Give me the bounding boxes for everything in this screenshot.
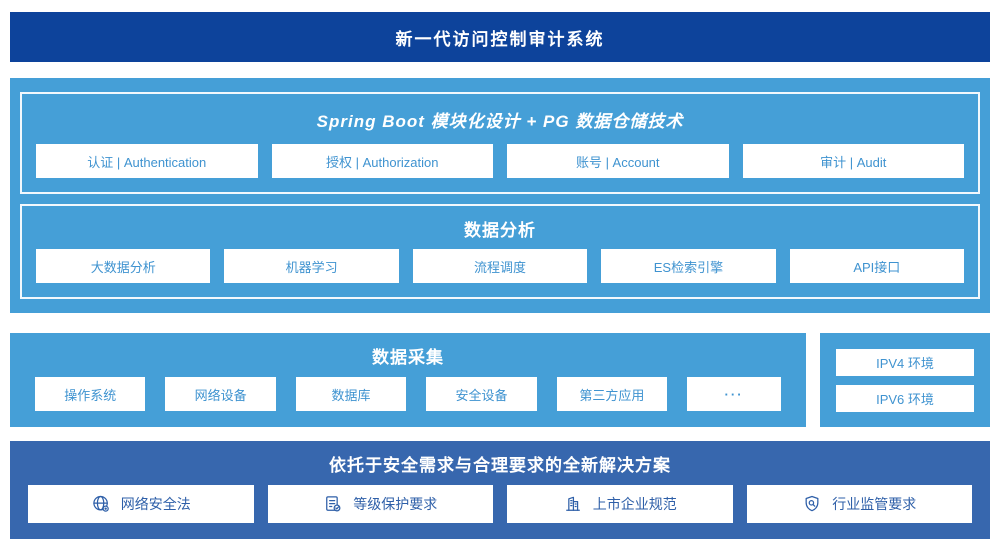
platform-section: Spring Boot 模块化设计 + PG 数据仓储技术 认证 | Authe… xyxy=(10,78,990,313)
solution-label: 等级保护要求 xyxy=(353,496,438,512)
data-analysis-layer: 数据分析 大数据分析 机器学习 流程调度 ES检索引擎 API接口 xyxy=(20,204,980,299)
module-box-account: 账号 | Account xyxy=(507,144,729,178)
document-check-icon xyxy=(323,494,343,514)
solution-title: 依托于安全需求与合理要求的全新解决方案 xyxy=(329,456,671,475)
solution-box-graded-protection: 等级保护要求 xyxy=(267,485,493,523)
solution-box-cybersecurity-law: 网络安全法 xyxy=(28,485,254,523)
module-box-authentication: 认证 | Authentication xyxy=(36,144,258,178)
buildings-icon xyxy=(563,494,583,514)
data-analysis-module-row: 大数据分析 机器学习 流程调度 ES检索引擎 API接口 xyxy=(22,249,978,297)
solution-label: 行业监管要求 xyxy=(832,496,917,512)
module-box-machine-learning: 机器学习 xyxy=(224,249,399,283)
solution-section: 依托于安全需求与合理要求的全新解决方案 网络安全法 xyxy=(10,441,990,539)
springboot-layer-title: Spring Boot 模块化设计 + PG 数据仓储技术 xyxy=(316,112,684,131)
source-box-network-device: 网络设备 xyxy=(165,377,276,411)
globe-icon xyxy=(91,494,111,514)
module-box-audit: 审计 | Audit xyxy=(742,144,964,178)
title-banner: 新一代访问控制审计系统 xyxy=(10,12,990,62)
data-collection-title: 数据采集 xyxy=(372,348,444,367)
module-box-api: API接口 xyxy=(789,249,965,283)
env-box-ipv4: IPV4 环境 xyxy=(836,348,974,376)
module-box-authorization: 授权 | Authorization xyxy=(271,144,493,178)
source-box-thirdparty-app: 第三方应用 xyxy=(556,377,668,411)
solution-item-row: 网络安全法 等级保护要求 xyxy=(10,485,990,539)
network-env-panel: IPV4 环境 IPV6 环境 xyxy=(820,333,990,427)
solution-label: 上市企业规范 xyxy=(592,496,677,512)
module-box-bigdata: 大数据分析 xyxy=(36,249,211,283)
source-box-security-device: 安全设备 xyxy=(426,377,537,411)
springboot-layer: Spring Boot 模块化设计 + PG 数据仓储技术 认证 | Authe… xyxy=(20,92,980,194)
springboot-module-row: 认证 | Authentication 授权 | Authorization 账… xyxy=(22,144,978,192)
source-box-more: ··· xyxy=(687,377,781,411)
solution-label: 网络安全法 xyxy=(120,496,191,512)
solution-box-listed-company: 上市企业规范 xyxy=(507,485,733,523)
collection-row: 数据采集 操作系统 网络设备 数据库 安全设备 第三方应用 ··· IPV4 环… xyxy=(10,333,990,427)
source-box-os: 操作系统 xyxy=(35,377,146,411)
module-box-es-search: ES检索引擎 xyxy=(601,249,776,283)
data-collection-module-row: 操作系统 网络设备 数据库 安全设备 第三方应用 ··· xyxy=(10,377,806,427)
env-box-ipv6: IPV6 环境 xyxy=(836,384,974,412)
page-title: 新一代访问控制审计系统 xyxy=(395,29,605,49)
shield-search-icon xyxy=(802,494,822,514)
data-analysis-title: 数据分析 xyxy=(464,221,536,240)
module-box-workflow: 流程调度 xyxy=(412,249,588,283)
data-collection-section: 数据采集 操作系统 网络设备 数据库 安全设备 第三方应用 ··· xyxy=(10,333,806,427)
solution-box-industry-regulation: 行业监管要求 xyxy=(746,485,972,523)
source-box-database: 数据库 xyxy=(295,377,407,411)
